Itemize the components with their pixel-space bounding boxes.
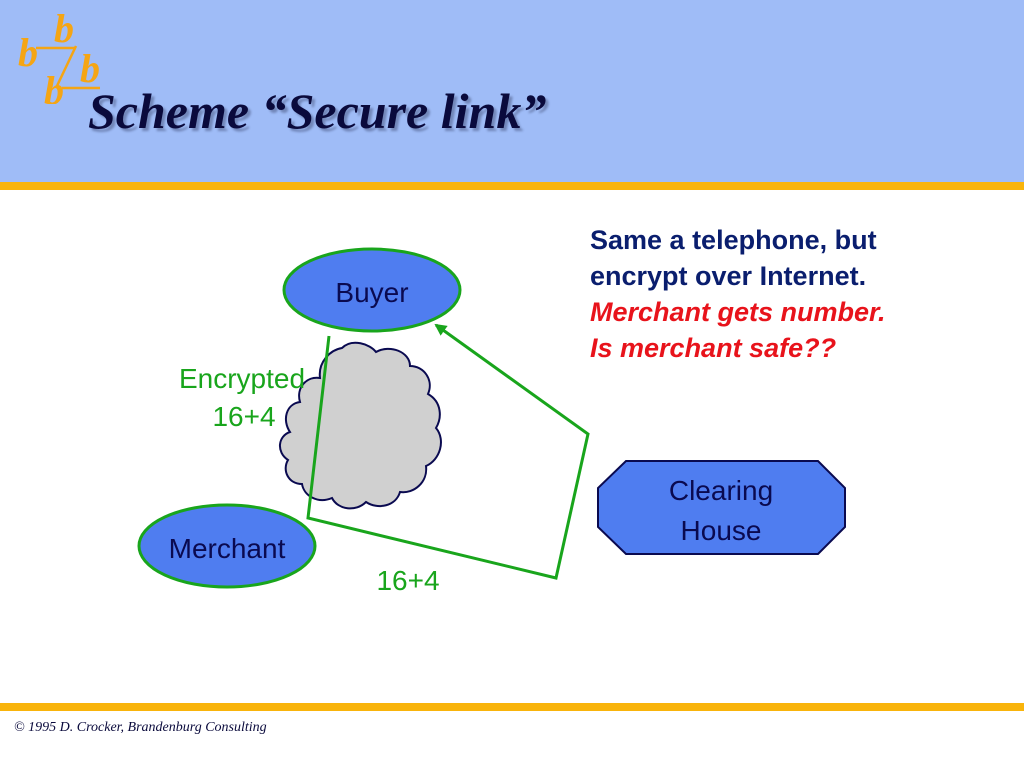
note-line-1: Same a telephone, but bbox=[590, 225, 877, 255]
b-b-b-b-monogram-icon: b b b b bbox=[18, 8, 100, 104]
footer-divider bbox=[0, 703, 1024, 711]
buyer-label: Buyer bbox=[335, 277, 408, 308]
clearing-house-label-line-1: Clearing bbox=[669, 475, 773, 506]
svg-text:b: b bbox=[54, 8, 74, 51]
encrypted-label: Encrypted bbox=[179, 363, 305, 394]
encrypted-value-label: 16+4 bbox=[212, 401, 275, 432]
svg-text:b: b bbox=[80, 46, 100, 91]
svg-text:b: b bbox=[18, 30, 38, 75]
note-emphasis-2: Is merchant safe?? bbox=[590, 333, 837, 363]
copyright-footer: © 1995 D. Crocker, Brandenburg Consultin… bbox=[14, 720, 267, 735]
clearing-house-label-line-2: House bbox=[681, 515, 762, 546]
buyer-node[interactable]: Buyer bbox=[282, 247, 462, 333]
secure-link-diagram: Buyer Merchant Clearing House Encrypted … bbox=[137, 247, 846, 596]
merchant-label: Merchant bbox=[169, 533, 286, 564]
encrypted-link-path bbox=[306, 323, 590, 580]
explanation-note: Same a telephone, but encrypt over Inter… bbox=[590, 222, 1010, 366]
svg-text:b: b bbox=[44, 68, 64, 104]
internet-cloud-icon bbox=[279, 341, 442, 510]
clearing-house-node[interactable]: Clearing House bbox=[597, 460, 846, 555]
slide-title: Scheme “Secure link” bbox=[88, 83, 547, 139]
plain-value-label: 16+4 bbox=[376, 565, 439, 596]
note-line-2: encrypt over Internet. bbox=[590, 261, 867, 291]
title-band bbox=[0, 0, 1024, 182]
merchant-node[interactable]: Merchant bbox=[137, 503, 317, 589]
header-divider bbox=[0, 182, 1024, 190]
note-emphasis-1: Merchant gets number. bbox=[590, 297, 886, 327]
